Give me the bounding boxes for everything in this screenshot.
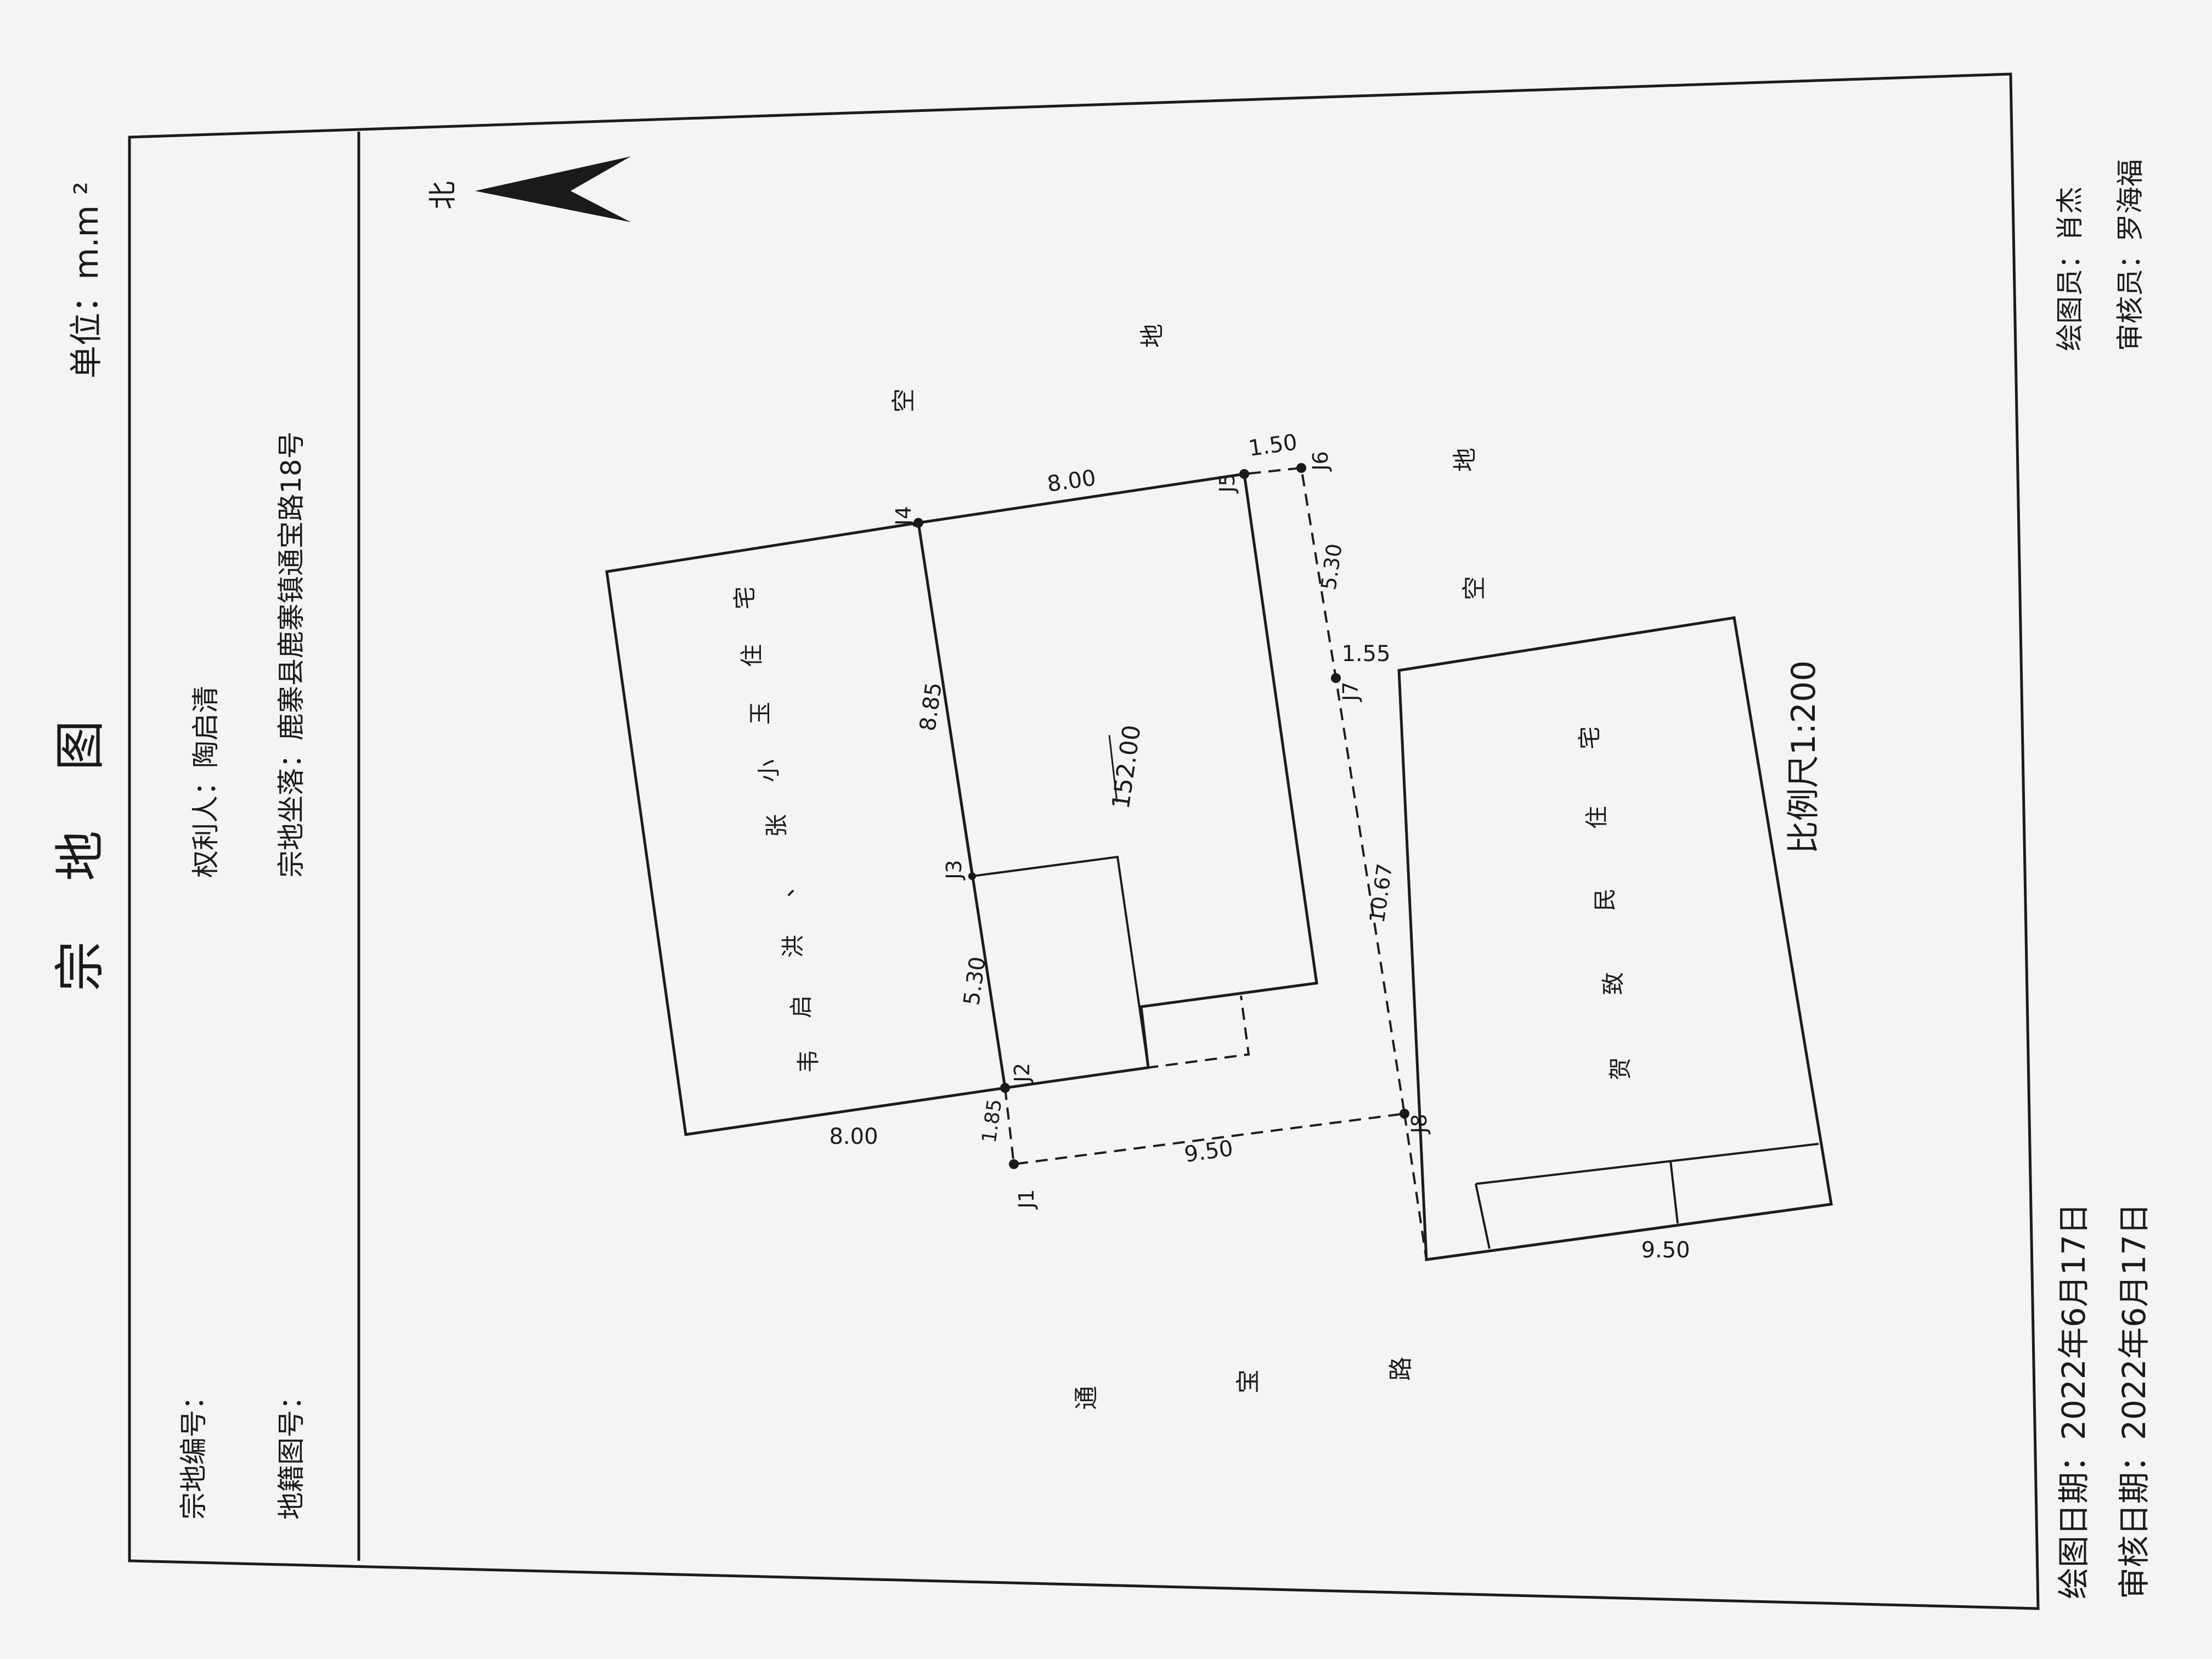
neighbor-char-4: 住 [1583,806,1610,829]
point-j4 [913,518,923,528]
parcel-annex [972,855,1149,1068]
road-label: 通 宝 路 [1073,1357,1415,1410]
owner-char-1: 韦 [795,1050,822,1073]
owner-char-2: 启 [788,995,815,1018]
label-j6: J6 [1308,451,1333,471]
north-arrow-icon [475,156,631,222]
neighbor-house-text: 贺 致 民 住 宅 [1576,726,1634,1080]
label-j4: J4 [891,506,916,526]
draw-date: 绘图日期：2022年6月17日 [2055,1203,2092,1599]
label-j1: J1 [1014,1189,1039,1209]
map-no-label: 地籍图号： [275,1383,307,1520]
neighbor-house-wall-2 [1669,1160,1679,1224]
neighbor-house-wall-1 [1475,1183,1491,1249]
point-j7 [1331,673,1341,683]
area-underline [1108,735,1118,803]
vacant-right-label: 空 地 [1451,448,1488,600]
parcel-owner-text: 韦 启 洪 、 张 小 玉 住 宅 [731,586,822,1073]
outer-frame [128,72,2040,1610]
vacant-top-label: 空 地 [890,324,1166,413]
neighbor-char-2: 致 [1600,972,1627,995]
label-j3: J3 [942,860,966,880]
owner-label: 权利人：陶启清 [190,686,222,878]
neighbor-char-1: 贺 [1607,1057,1634,1080]
label-j5: J5 [1215,473,1239,493]
vacant-right-char-2: 地 [1451,448,1479,472]
neighbor-house [1397,616,1833,1261]
vacant-top-char-2: 地 [1138,324,1166,348]
point-j5 [1239,469,1249,479]
owner-char-9: 宅 [731,586,758,610]
scale-label: 比例尺1:200 [1785,661,1823,854]
owner-char-6: 小 [755,759,782,782]
dim-155: 1.55 [1341,641,1390,667]
point-j2 [1000,1083,1010,1093]
vacant-top-char-1: 空 [890,388,918,413]
vacant-right-char-1: 空 [1460,576,1488,600]
parcel-no-label: 宗地编号： [178,1383,210,1520]
owner-char-5: 张 [763,814,790,837]
owner-char-8: 住 [738,644,765,667]
north-label: 北 [427,181,460,210]
owner-char-3: 洪 [780,935,806,958]
label-j7: J7 [1339,681,1363,702]
neighbor-house-inner [1475,1143,1819,1185]
neighbor-char-3: 民 [1592,888,1618,911]
neighbor-char-5: 宅 [1576,726,1603,749]
owner-char-7: 玉 [747,702,774,725]
parcel-inner-line [917,522,973,877]
drawer-label: 绘图员：肖杰 [2054,187,2086,351]
parcel-building-right [918,472,1318,1090]
page-title: 宗 地 图 [51,698,110,992]
point-j3 [968,872,976,880]
owner-char-4: 、 [771,874,798,898]
location-label: 宗地坐落：鹿寨县鹿寨镇通宝路18号 [275,431,307,878]
label-j2: J2 [1010,1063,1034,1083]
road-char-3: 路 [1387,1357,1415,1381]
road-char-2: 宝 [1234,1369,1262,1393]
neighbor-boundary-dashed [1403,1113,1427,1260]
annex-boundary-dashed [1140,995,1250,1069]
parcel-boundary-dashed [1004,466,1406,1166]
check-date: 审核日期：2022年6月17日 [2115,1203,2153,1599]
dim-neighbor: 9.50 [1641,1238,1690,1263]
point-j8 [1400,1109,1409,1119]
point-j6 [1296,463,1306,473]
road-char-1: 通 [1073,1386,1101,1410]
point-j1 [1009,1159,1019,1169]
unit-label: 单位：m.m ² [67,182,106,379]
dim-bottom-left: 8.00 [829,1124,878,1149]
label-j8: J8 [1407,1114,1431,1134]
checker-label: 审核员：罗海福 [2114,159,2146,351]
